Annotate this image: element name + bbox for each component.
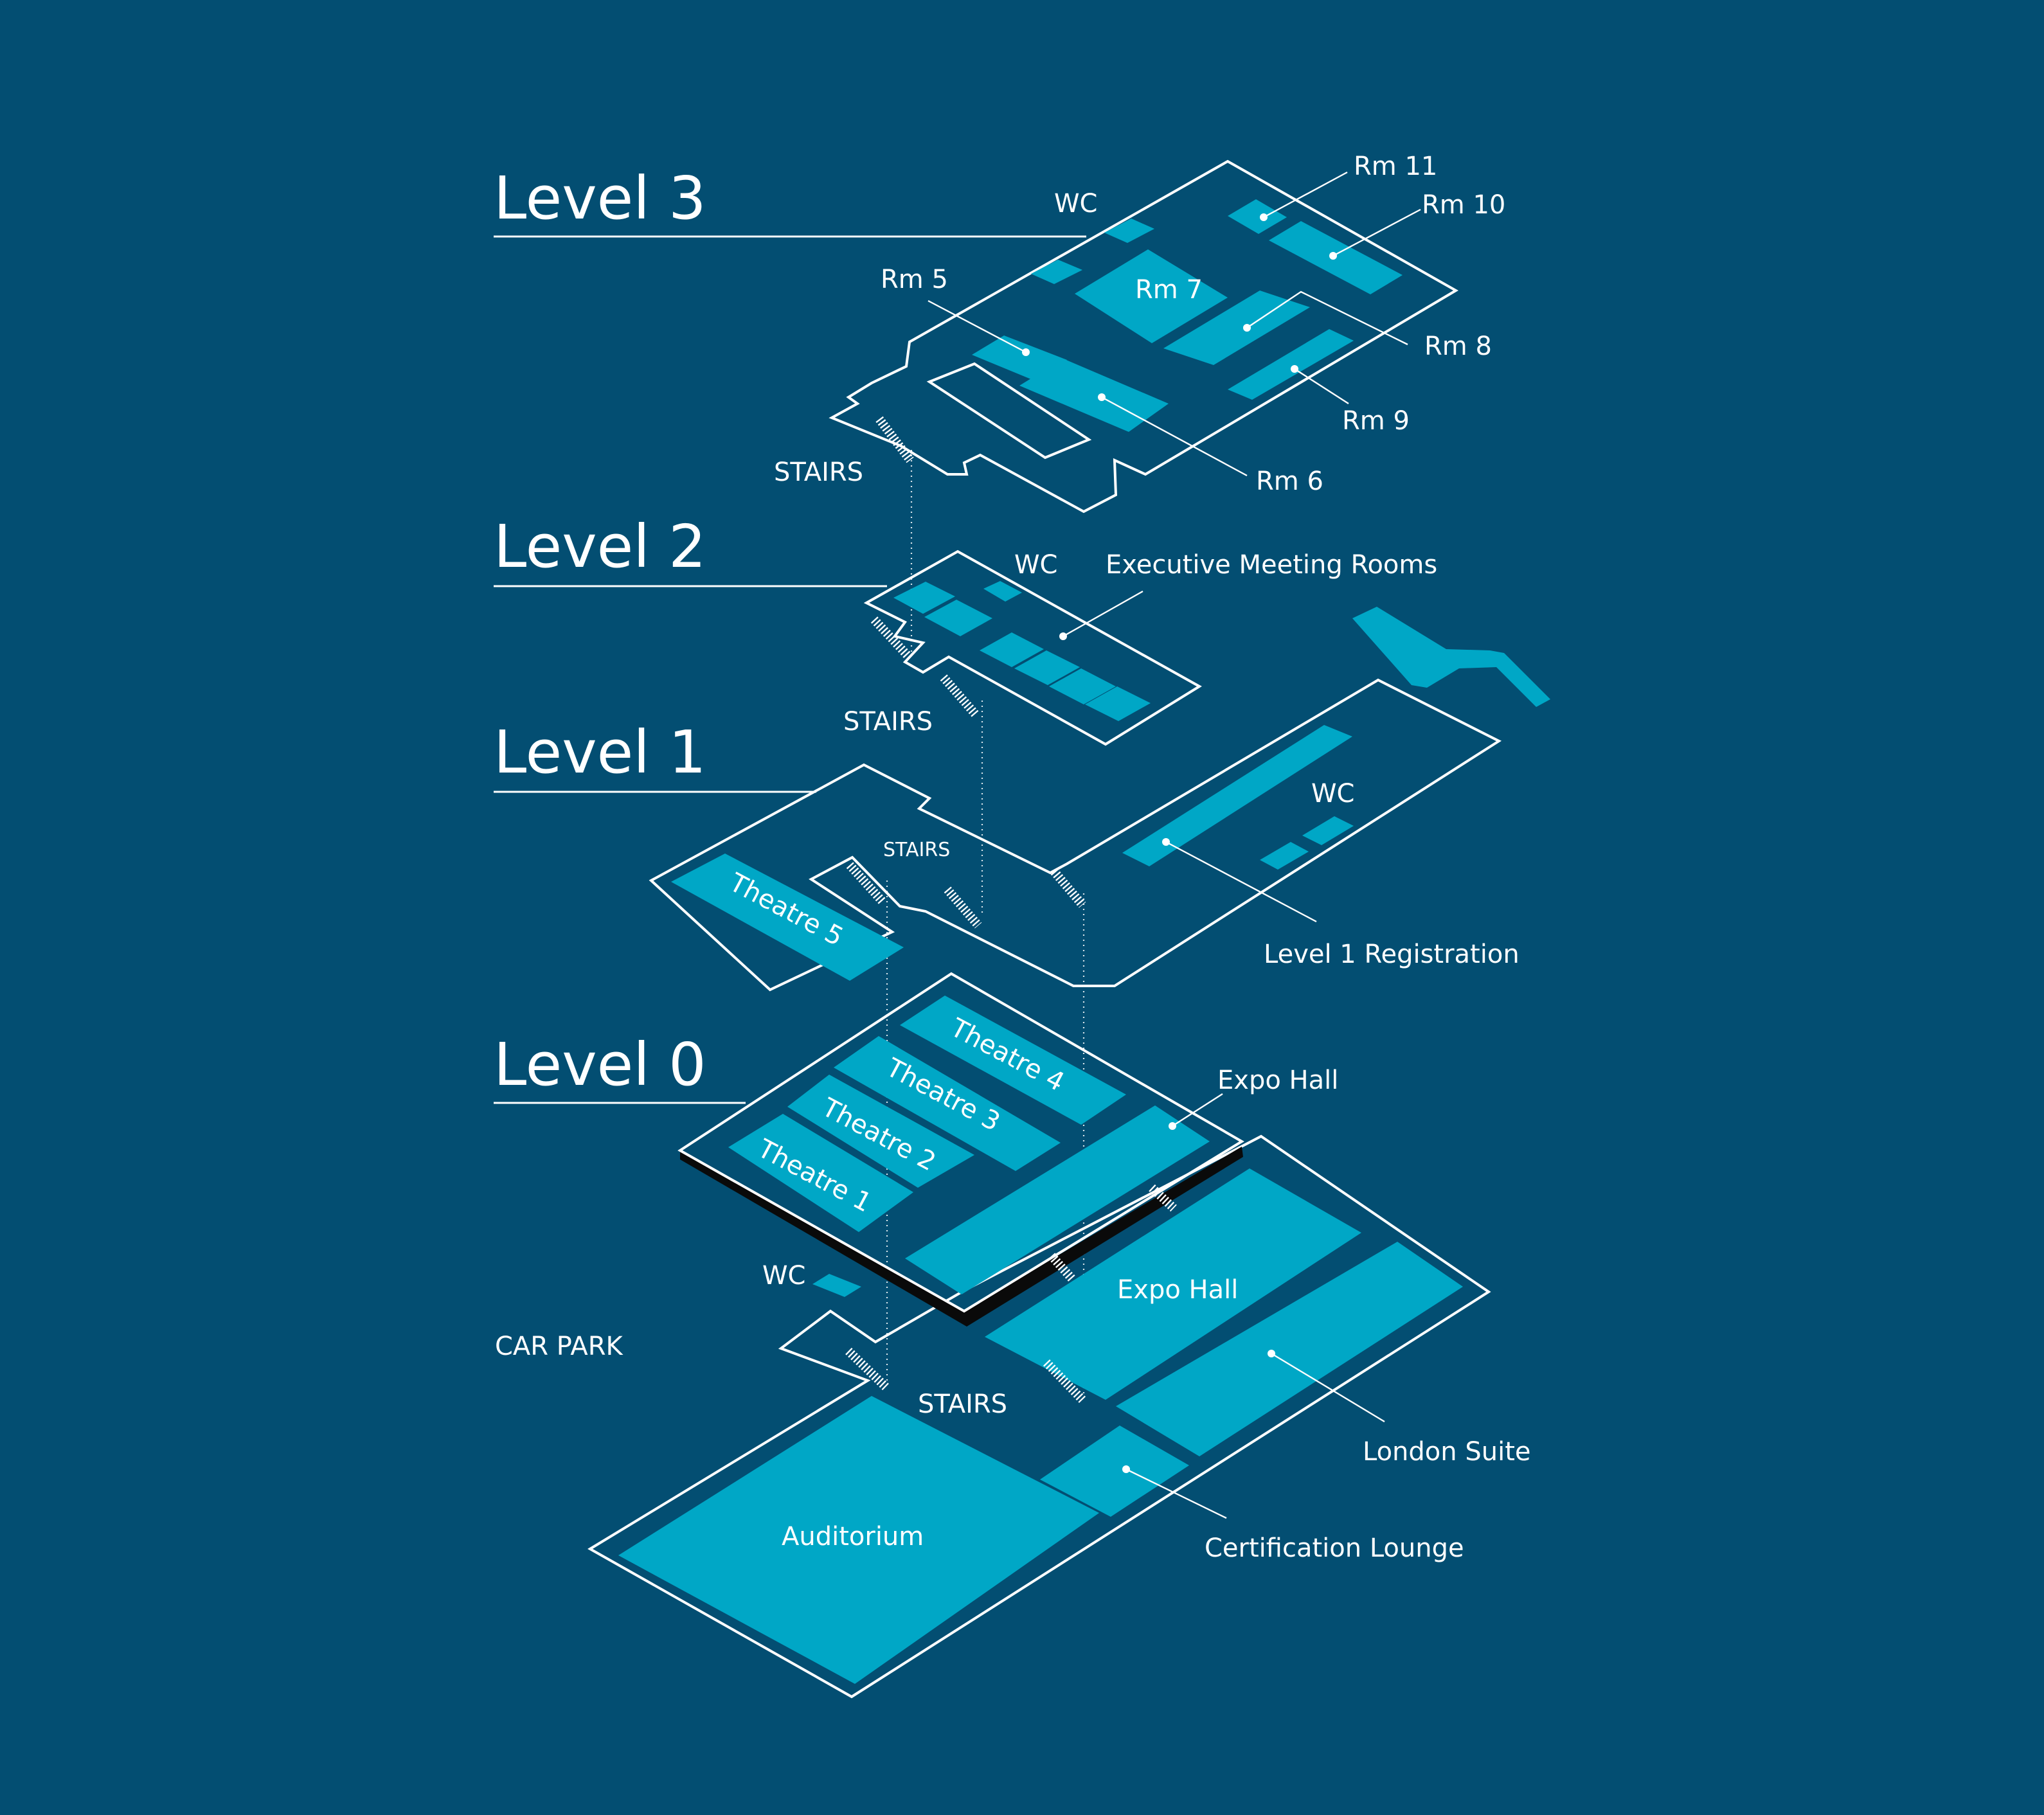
rm-7-room[interactable] xyxy=(1075,249,1228,343)
theatre-2-room[interactable] xyxy=(787,1075,974,1188)
stairs-level-2-icon-b[interactable] xyxy=(940,674,980,718)
level-titles: Level 3 Level 2 Level 1 Level 0 xyxy=(494,164,1086,1104)
rm-10-label: Rm 10 xyxy=(1422,190,1505,220)
stairs-level-2-icon-a[interactable] xyxy=(870,616,911,659)
stairs-level-3-icon[interactable] xyxy=(875,416,914,463)
rm-11-room[interactable] xyxy=(1228,199,1287,234)
level-3-outline xyxy=(829,159,1458,514)
stairs-level-1-icon-a[interactable] xyxy=(846,862,887,906)
wc-level-3-b[interactable] xyxy=(1031,260,1082,284)
level-0-theatre-block xyxy=(677,972,1244,1327)
level-2-title: Level 2 xyxy=(494,512,706,581)
stairs-level-1-label: STAIRS xyxy=(883,839,950,861)
certification-lounge-room[interactable] xyxy=(1040,1426,1189,1517)
theatre-block-outline xyxy=(677,972,1244,1313)
stairs-expo-icon-a[interactable] xyxy=(1149,1184,1177,1212)
london-suite-room[interactable] xyxy=(1116,1242,1463,1456)
level-0-title: Level 0 xyxy=(494,1030,706,1099)
rm-11-label: Rm 11 xyxy=(1354,152,1437,181)
stairs-expo-icon-b[interactable] xyxy=(1048,1253,1076,1282)
level-0-outline xyxy=(587,1134,1491,1699)
rm-7-label: Rm 7 xyxy=(1135,275,1203,305)
auditorium-label: Auditorium xyxy=(782,1522,924,1551)
wc-level-3-a[interactable] xyxy=(1104,219,1154,243)
rm-8-label: Rm 8 xyxy=(1424,332,1492,361)
rm-5-label: Rm 5 xyxy=(881,265,948,294)
wc-level-3-label: WC xyxy=(1054,189,1097,219)
stairs-level-1-icon-b[interactable] xyxy=(944,886,982,929)
executive-meeting-room-4[interactable] xyxy=(1085,686,1151,721)
rm-9-label: Rm 9 xyxy=(1342,406,1410,436)
level-2-room-a[interactable] xyxy=(893,582,955,614)
theatre-1-room[interactable] xyxy=(728,1114,913,1232)
level-2-outline xyxy=(863,550,1202,746)
level-0-ground-floor xyxy=(587,1134,1491,1699)
leader-lines xyxy=(928,171,1421,1519)
executive-meeting-room-3[interactable] xyxy=(1049,668,1116,704)
rm-8-room[interactable] xyxy=(1163,291,1310,365)
car-park-label: CAR PARK xyxy=(495,1332,624,1361)
auditorium-room[interactable] xyxy=(618,1396,1099,1684)
expo-hall-lower-label: Expo Hall xyxy=(1117,1275,1238,1305)
wc-ground-room[interactable] xyxy=(812,1274,861,1297)
wc-level-1-label: WC xyxy=(1311,779,1354,809)
rm-5-room[interactable] xyxy=(972,335,1067,379)
wc-level-1-a[interactable] xyxy=(1260,842,1309,870)
level-1-title: Level 1 xyxy=(494,718,706,787)
wc-level-1-b[interactable] xyxy=(1302,816,1354,845)
stairs-level-2-label: STAIRS xyxy=(843,707,933,737)
stairs-level-1-icon-c[interactable] xyxy=(1050,868,1086,908)
stairs-level-3-label: STAIRS xyxy=(774,458,863,487)
level-1-outline xyxy=(649,678,1502,992)
rm-6-label: Rm 6 xyxy=(1256,467,1323,496)
level-3-title: Level 3 xyxy=(494,164,706,233)
stairs-ground-icon-a[interactable] xyxy=(845,1347,889,1391)
certification-lounge-label: Certification Lounge xyxy=(1205,1533,1464,1563)
theatre-5-room[interactable] xyxy=(671,854,904,981)
level-2-floor xyxy=(863,550,1202,746)
wc-ground-label: WC xyxy=(762,1261,805,1291)
expo-hall-upper-label: Expo Hall xyxy=(1217,1066,1338,1095)
expo-hall-upper-room[interactable] xyxy=(905,1105,1210,1294)
theatre-4-room[interactable] xyxy=(900,996,1126,1125)
executive-meeting-room-2[interactable] xyxy=(1014,650,1080,685)
wc-level-2-label: WC xyxy=(1014,550,1057,580)
stairs-ground-icon-b[interactable] xyxy=(1043,1359,1086,1403)
rm-9-room[interactable] xyxy=(1228,329,1354,400)
level-1-bridge[interactable] xyxy=(1352,607,1550,707)
stairs-group xyxy=(845,416,1177,1403)
executive-meeting-room-1[interactable] xyxy=(980,632,1044,667)
stairs-ground-label: STAIRS xyxy=(918,1390,1007,1419)
level-1-floor xyxy=(649,607,1550,992)
rm-6-corridor xyxy=(926,362,1092,460)
theatre-3-room[interactable] xyxy=(834,1036,1061,1171)
level-1-registration-label: Level 1 Registration xyxy=(1264,940,1520,969)
wc-level-2-room[interactable] xyxy=(983,581,1022,602)
london-suite-label: London Suite xyxy=(1363,1437,1530,1467)
level-2-room-b[interactable] xyxy=(924,600,992,636)
expo-hall-lower-room[interactable] xyxy=(985,1168,1361,1400)
level-1-registration-desk[interactable] xyxy=(1122,725,1352,866)
executive-meeting-rooms-label: Executive Meeting Rooms xyxy=(1106,550,1437,580)
